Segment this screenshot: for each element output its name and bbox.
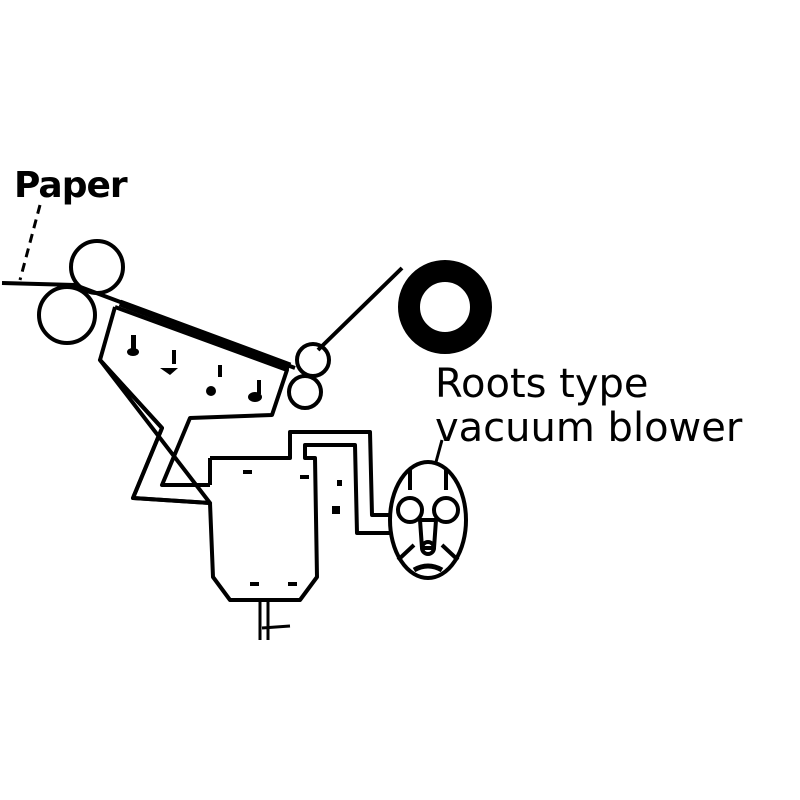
suction-box bbox=[98, 305, 289, 505]
suction-box-outline bbox=[98, 306, 211, 505]
paper-web-top bbox=[118, 299, 292, 370]
tank-marks bbox=[243, 470, 342, 586]
paper-reel bbox=[398, 260, 492, 354]
roots-blower bbox=[388, 460, 468, 580]
paper-leader-line bbox=[18, 204, 42, 281]
blower-leader-line bbox=[434, 439, 444, 463]
blower-label-line2: vacuum blower bbox=[435, 405, 743, 451]
paper-label: Paper bbox=[14, 165, 128, 206]
small-guide-roller-top bbox=[295, 342, 331, 378]
drain-valve bbox=[258, 602, 291, 640]
blower-label: Roots type vacuum blower bbox=[435, 362, 742, 450]
blower-label-line1: Roots type bbox=[435, 361, 649, 407]
paper-web-to-reel bbox=[316, 266, 404, 352]
vacuum-tank bbox=[208, 430, 392, 602]
upper-press-roller bbox=[69, 239, 125, 295]
suction-nozzles bbox=[127, 335, 262, 402]
lower-press-roller bbox=[37, 285, 97, 345]
small-guide-roller-bottom bbox=[287, 374, 323, 410]
